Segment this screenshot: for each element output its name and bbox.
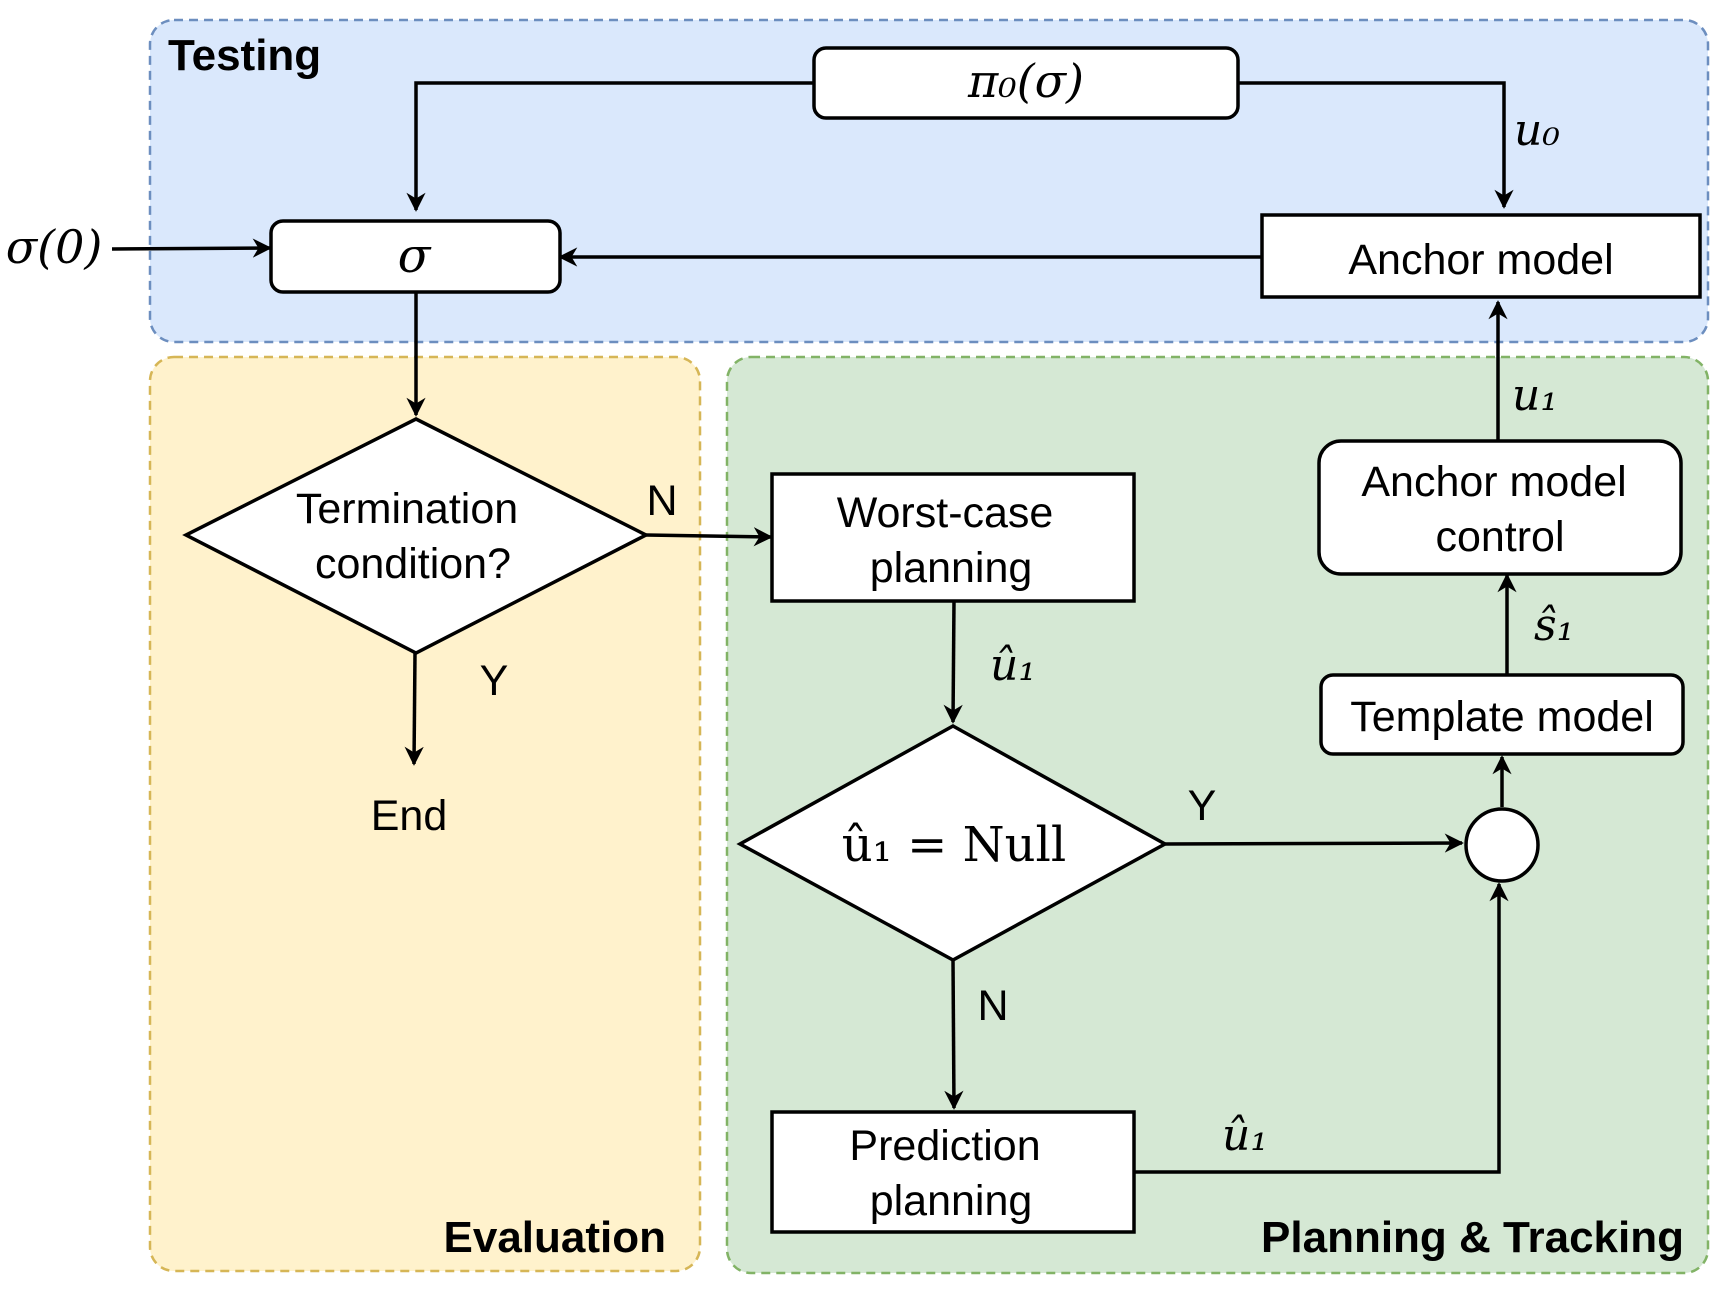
anchor-model-control-node[interactable] [1317, 439, 1683, 576]
edge-termination-to-end [404, 652, 424, 766]
policy-node-label: π₀(σ) [967, 54, 1084, 108]
u0-label: u₀ [1514, 105, 1560, 156]
termination-line2: condition? [315, 540, 511, 588]
s1hat-label: ŝ₁ [1534, 600, 1574, 651]
termination-decision-label: Termination condition? [296, 485, 530, 588]
anchor-model-label: Anchor model [1348, 236, 1613, 284]
edge-prediction-to-merge [1134, 882, 1509, 1174]
template-model-label: Template model [1350, 693, 1654, 741]
null-check-no-label: N [977, 982, 1008, 1030]
edge-initial-to-sigma [111, 238, 272, 258]
u1hat-worst-case-label: û₁ [990, 640, 1036, 691]
anchor-control-line1: Anchor model [1361, 458, 1626, 506]
evaluation-region-title: Evaluation [444, 1213, 667, 1262]
sigma-node[interactable] [269, 219, 562, 294]
termination-no-label: N [646, 477, 677, 525]
u1hat-prediction-label: û₁ [1222, 1110, 1268, 1161]
planning-tracking-region-title: Planning & Tracking [1261, 1213, 1684, 1262]
anchor-model-node[interactable] [1260, 213, 1702, 299]
termination-decision[interactable] [182, 417, 650, 655]
edge-policy-to-sigma [406, 81, 814, 212]
initial-state-label: σ(0) [6, 220, 103, 274]
null-check-label: û₁ = Null [842, 817, 1067, 873]
policy-node[interactable] [812, 46, 1240, 120]
anchor-control-line2: control [1435, 513, 1564, 561]
template-model-node[interactable] [1319, 673, 1685, 756]
edge-null-check-to-prediction [944, 959, 964, 1110]
worst-case-planning-label: Worst-case planning [837, 489, 1066, 592]
worst-case-planning-node[interactable] [770, 472, 1136, 603]
testing-region-title: Testing [168, 31, 321, 80]
anchor-model-control-label: Anchor model control [1361, 458, 1638, 561]
merge-junction[interactable] [1464, 807, 1540, 883]
edge-termination-to-worst-case [645, 527, 773, 547]
end-label: End [371, 792, 448, 840]
prediction-line1: Prediction [849, 1122, 1040, 1170]
prediction-line2: planning [870, 1177, 1033, 1225]
worst-case-line2: planning [870, 544, 1033, 592]
edge-policy-to-anchor-model [1238, 81, 1514, 209]
u1-label: u₁ [1512, 370, 1558, 421]
sigma-node-label: σ [398, 228, 432, 284]
prediction-planning-node[interactable] [770, 1110, 1136, 1234]
edge-worst-case-to-null-check [943, 600, 963, 724]
edge-null-check-to-merge [1164, 833, 1464, 853]
termination-yes-label: Y [480, 657, 509, 705]
null-check-yes-label: Y [1188, 782, 1217, 830]
prediction-planning-label: Prediction planning [849, 1122, 1052, 1225]
null-check-decision[interactable] [736, 723, 1169, 962]
worst-case-line1: Worst-case [837, 489, 1054, 537]
termination-line1: Termination [296, 485, 518, 533]
